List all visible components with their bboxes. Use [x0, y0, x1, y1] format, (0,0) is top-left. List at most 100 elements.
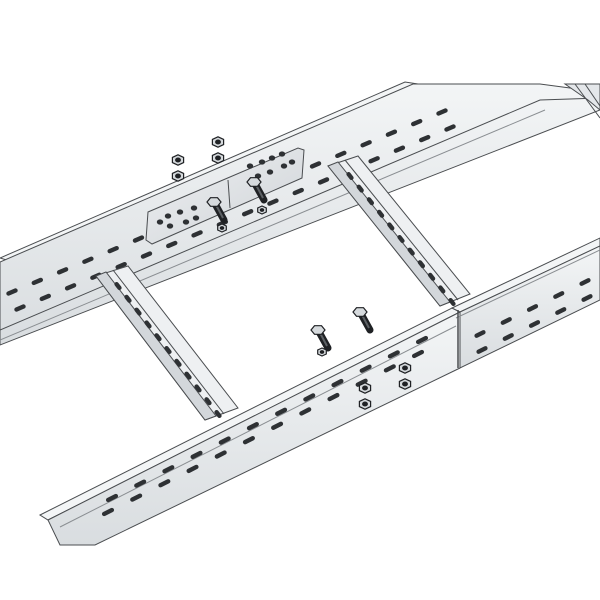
- back-rail-slot: [368, 156, 380, 164]
- rung-slot: [114, 281, 122, 291]
- plate-hole: [280, 163, 288, 169]
- front-rail-slot: [474, 330, 486, 338]
- front-rail-slot: [303, 393, 316, 402]
- plate-hole: [192, 215, 200, 221]
- back-rail-face: [0, 83, 600, 346]
- front-rail-slot: [130, 493, 143, 502]
- back-rail-slot: [107, 245, 119, 254]
- front-rail-slot: [190, 450, 203, 460]
- back-rail-far-end: [563, 83, 600, 111]
- back-rail-slot: [292, 187, 304, 196]
- back-rail-slot: [39, 293, 51, 302]
- front-splice-nuts: [358, 362, 412, 410]
- plate-hole: [268, 155, 276, 161]
- plate-hole: [288, 159, 296, 165]
- back-rail-slot: [385, 129, 398, 137]
- rung-left: [95, 265, 239, 421]
- rung-slot: [144, 320, 152, 329]
- rung-slot: [366, 197, 375, 206]
- plate-hole: [266, 169, 274, 175]
- back-rail-slot: [6, 288, 18, 296]
- loose-bolts: [206, 177, 374, 357]
- loose-bolt: [246, 177, 268, 204]
- front-rail-a-slots: [101, 335, 429, 517]
- rung-slot: [124, 294, 132, 303]
- rung-slot: [397, 234, 405, 244]
- back-rail-slot: [335, 150, 347, 159]
- front-rail-slot: [331, 378, 344, 388]
- front-rail-slot: [528, 320, 541, 328]
- rung-slot: [194, 384, 202, 393]
- plate-hole: [278, 151, 286, 157]
- bolt-nut: [257, 205, 267, 215]
- front-rail-slot: [579, 278, 591, 286]
- rung-slot: [356, 184, 364, 193]
- back-rail-slot: [132, 235, 145, 243]
- back-rail-inner-edge: [0, 109, 546, 341]
- front-rail-slot: [162, 465, 175, 474]
- plate-hole: [258, 159, 266, 165]
- back-rail-slot: [393, 145, 406, 153]
- loose-nuts: [171, 136, 225, 182]
- rung-slot: [346, 171, 354, 181]
- front-rail-slot: [327, 392, 340, 402]
- front-rail-slot: [105, 493, 119, 503]
- back-splice-plate-holes: [156, 151, 296, 229]
- plate-hole: [156, 219, 164, 225]
- back-rail-slot: [14, 304, 26, 312]
- back-rail-slot: [267, 198, 279, 206]
- front-rail-slot: [415, 335, 429, 345]
- rung-slot: [427, 272, 436, 281]
- rung-slot: [438, 285, 446, 294]
- rung-slot: [184, 371, 192, 380]
- plate-hole: [190, 205, 198, 211]
- back-rail-slot: [317, 177, 330, 185]
- front-rail-slot: [355, 378, 368, 387]
- front-rail-slot: [271, 421, 284, 430]
- splice-nut: [358, 398, 372, 410]
- front-rail-slot: [359, 364, 372, 373]
- rung-slot: [204, 397, 212, 406]
- plate-hole: [182, 219, 190, 225]
- bolt-nut: [217, 223, 227, 233]
- plate-hole: [246, 163, 254, 169]
- rung-slot: [387, 222, 395, 231]
- front-side-rail-section-b: [450, 237, 600, 369]
- loose-bolt: [352, 307, 374, 334]
- splice-nut: [358, 382, 372, 394]
- rung-slot: [174, 358, 182, 367]
- rung-slot: [164, 345, 172, 355]
- loose-nut: [171, 154, 185, 166]
- back-rail-slot: [436, 108, 448, 116]
- back-rail-slot: [64, 283, 77, 291]
- front-rail-slot: [581, 294, 593, 302]
- front-rail-slot: [101, 507, 115, 517]
- back-rail-slot: [419, 134, 431, 143]
- rung-slot: [448, 297, 456, 307]
- front-rail-slot: [383, 364, 396, 373]
- back-rail-slot: [82, 256, 94, 264]
- back-rail-slot: [31, 277, 43, 286]
- back-rail-slot: [115, 261, 127, 270]
- front-rail-slot: [134, 479, 147, 488]
- front-rail-slot: [242, 436, 255, 445]
- plate-hole: [166, 223, 174, 229]
- rung-slot: [417, 260, 426, 269]
- front-rail-slot: [214, 450, 227, 459]
- front-rail-slot: [186, 464, 199, 474]
- front-rail-slot: [553, 291, 565, 299]
- back-rail-slot: [166, 240, 178, 249]
- front-rail-a-top-lip: [38, 307, 462, 521]
- loose-bolt: [206, 197, 228, 224]
- back-rail-slot: [360, 140, 372, 148]
- back-rail-slot: [241, 209, 254, 217]
- front-rail-slot: [476, 346, 488, 354]
- front-rail-slot: [500, 317, 512, 325]
- rung-slot: [154, 333, 162, 342]
- front-rail-slot: [299, 407, 312, 416]
- front-rail-slot: [411, 349, 425, 359]
- loose-nut: [171, 170, 185, 182]
- rung-right-slots: [346, 171, 456, 307]
